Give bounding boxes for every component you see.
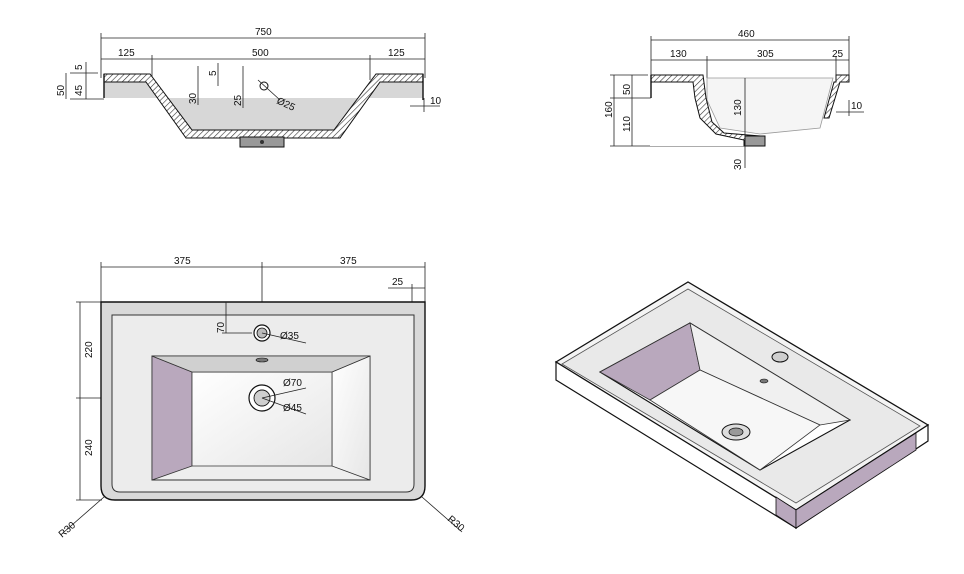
dim-corner-radius-left: R30 bbox=[57, 520, 78, 541]
dim-bowl-depth: 130 bbox=[733, 99, 744, 116]
dim-drain-outer: Ø70 bbox=[283, 378, 302, 389]
dim-tap-offset-c: 25 bbox=[233, 94, 244, 106]
dim-drain-height: 30 bbox=[733, 158, 744, 170]
side-section-view: 460 130 305 25 160 50 110 130 30 10 bbox=[604, 29, 864, 170]
side-section-profile bbox=[650, 74, 761, 147]
dim-front-overhang: 25 bbox=[392, 277, 404, 288]
dim-basin-width: 500 bbox=[252, 48, 269, 59]
dim-overall-depth: 460 bbox=[738, 29, 755, 40]
dim-right-rim: 125 bbox=[388, 48, 405, 59]
dim-side-edge-offset: 10 bbox=[851, 101, 863, 112]
dim-left-rim: 125 bbox=[118, 48, 135, 59]
dim-tap-hole-offset: 70 bbox=[216, 321, 227, 333]
dim-tap-offset-a: 30 bbox=[188, 92, 199, 104]
dim-rim-height: 45 bbox=[74, 84, 85, 96]
dim-tap-hole-diameter: Ø35 bbox=[280, 331, 299, 342]
dim-front-depth: 240 bbox=[84, 439, 95, 456]
dim-half-width-left: 375 bbox=[174, 256, 191, 267]
front-section-profile bbox=[103, 73, 424, 146]
dim-side-rim-height: 50 bbox=[622, 83, 633, 95]
isometric-view bbox=[554, 281, 930, 530]
dim-rim-thickness: 5 bbox=[74, 64, 85, 70]
dim-back-rim: 130 bbox=[670, 49, 687, 60]
iso-front-face bbox=[795, 432, 917, 529]
dim-drain-inner: Ø45 bbox=[283, 403, 302, 414]
front-section-view: 750 125 500 125 50 45 5 30 5 25 Ø25 bbox=[56, 27, 442, 148]
iso-tap-hole bbox=[771, 351, 789, 363]
plan-view: 375 375 25 220 240 Ø35 70 Ø7 bbox=[57, 256, 467, 540]
dim-corner-radius-right: R30 bbox=[445, 514, 466, 535]
dim-basin-depth: 305 bbox=[757, 49, 774, 60]
plan-basin-left-wall bbox=[151, 355, 193, 481]
dim-total-height: 50 bbox=[56, 84, 67, 96]
dim-front-rim: 25 bbox=[832, 49, 844, 60]
dim-side-lower-height: 110 bbox=[622, 116, 633, 132]
dim-half-width-right: 375 bbox=[340, 256, 357, 267]
dim-side-total-height: 160 bbox=[604, 101, 615, 118]
dim-edge-offset: 10 bbox=[430, 96, 442, 107]
dim-overall-width: 750 bbox=[255, 27, 272, 38]
side-drain-stub bbox=[744, 135, 766, 147]
dim-tap-offset-b: 5 bbox=[208, 70, 219, 76]
plan-overflow-slot bbox=[255, 357, 269, 363]
dim-back-depth: 220 bbox=[84, 341, 95, 358]
